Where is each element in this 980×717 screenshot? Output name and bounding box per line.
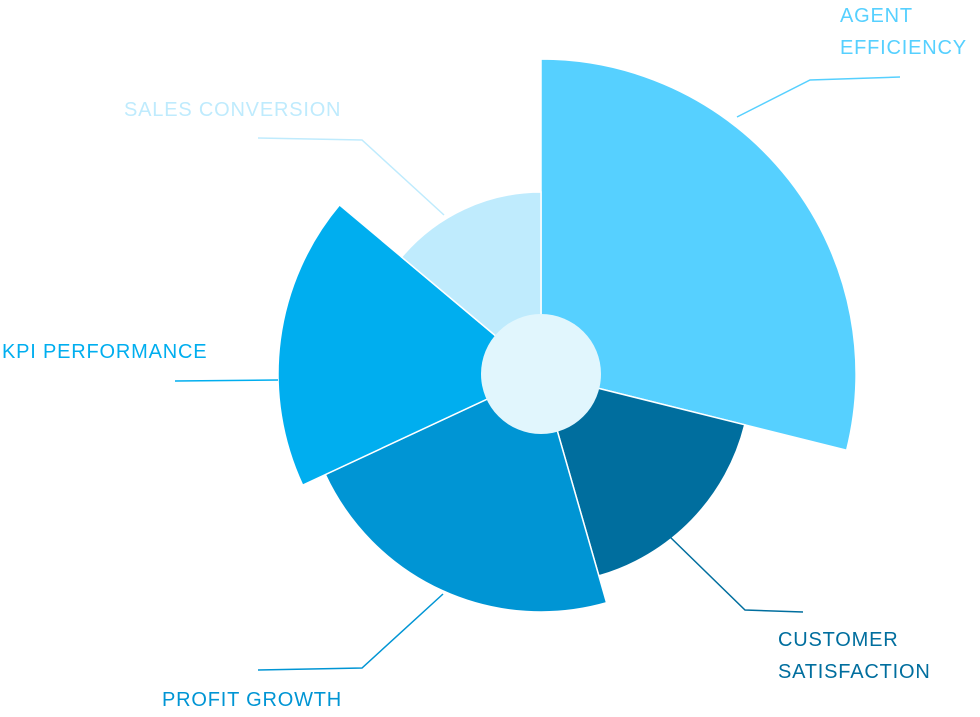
leader-line	[667, 534, 804, 613]
leader-line	[257, 593, 444, 671]
leader-line	[174, 379, 279, 382]
leader-line	[257, 137, 445, 216]
center-hole	[481, 314, 601, 434]
leader-line	[736, 76, 901, 118]
slice-label: SALES CONVERSION	[124, 99, 341, 121]
slice-customer-satisfaction[interactable]	[539, 372, 746, 577]
slice-label: KPI PERFORMANCE	[2, 341, 207, 363]
slice-label: EFFICIENCY	[840, 37, 967, 59]
slice-kpi-performance[interactable]	[277, 203, 543, 487]
slice-label: AGENT	[840, 5, 913, 27]
slice-label: PROFIT GROWTH	[162, 689, 342, 711]
slice-agent-efficiency[interactable]	[540, 58, 857, 452]
slice-label: CUSTOMER	[778, 629, 898, 651]
slice-label: SATISFACTION	[778, 661, 931, 683]
